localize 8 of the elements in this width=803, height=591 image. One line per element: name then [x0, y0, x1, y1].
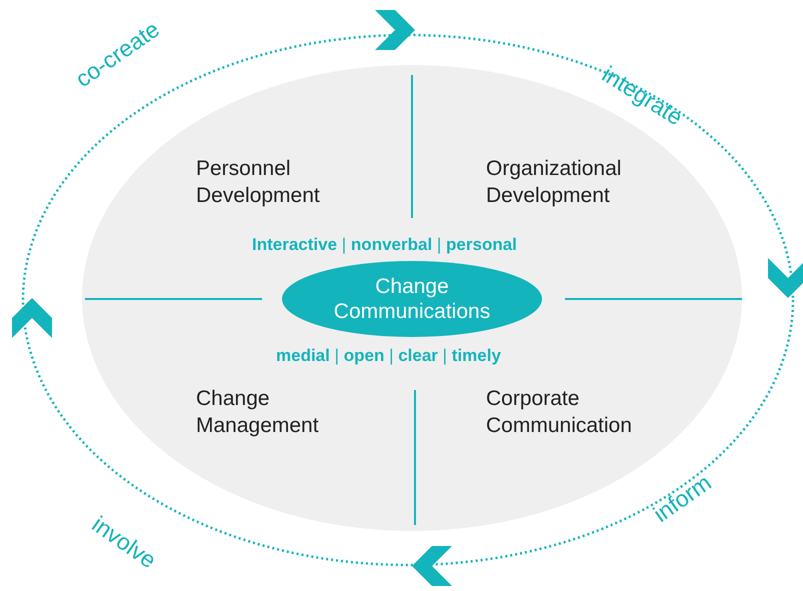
ellipse-node	[282, 261, 542, 337]
keyword-list: Interactive | nonverbal | personal	[252, 234, 517, 256]
quadrant-title: Corporate Communication	[486, 386, 633, 440]
quadrant-title: Change Management	[196, 386, 320, 440]
quadrant-title: Organizational Development	[486, 156, 622, 210]
quadrant-title: Personnel Development	[196, 156, 321, 210]
node-label: Change Communications	[332, 274, 492, 324]
keyword-list: medial | open | clear | timely	[276, 345, 501, 368]
